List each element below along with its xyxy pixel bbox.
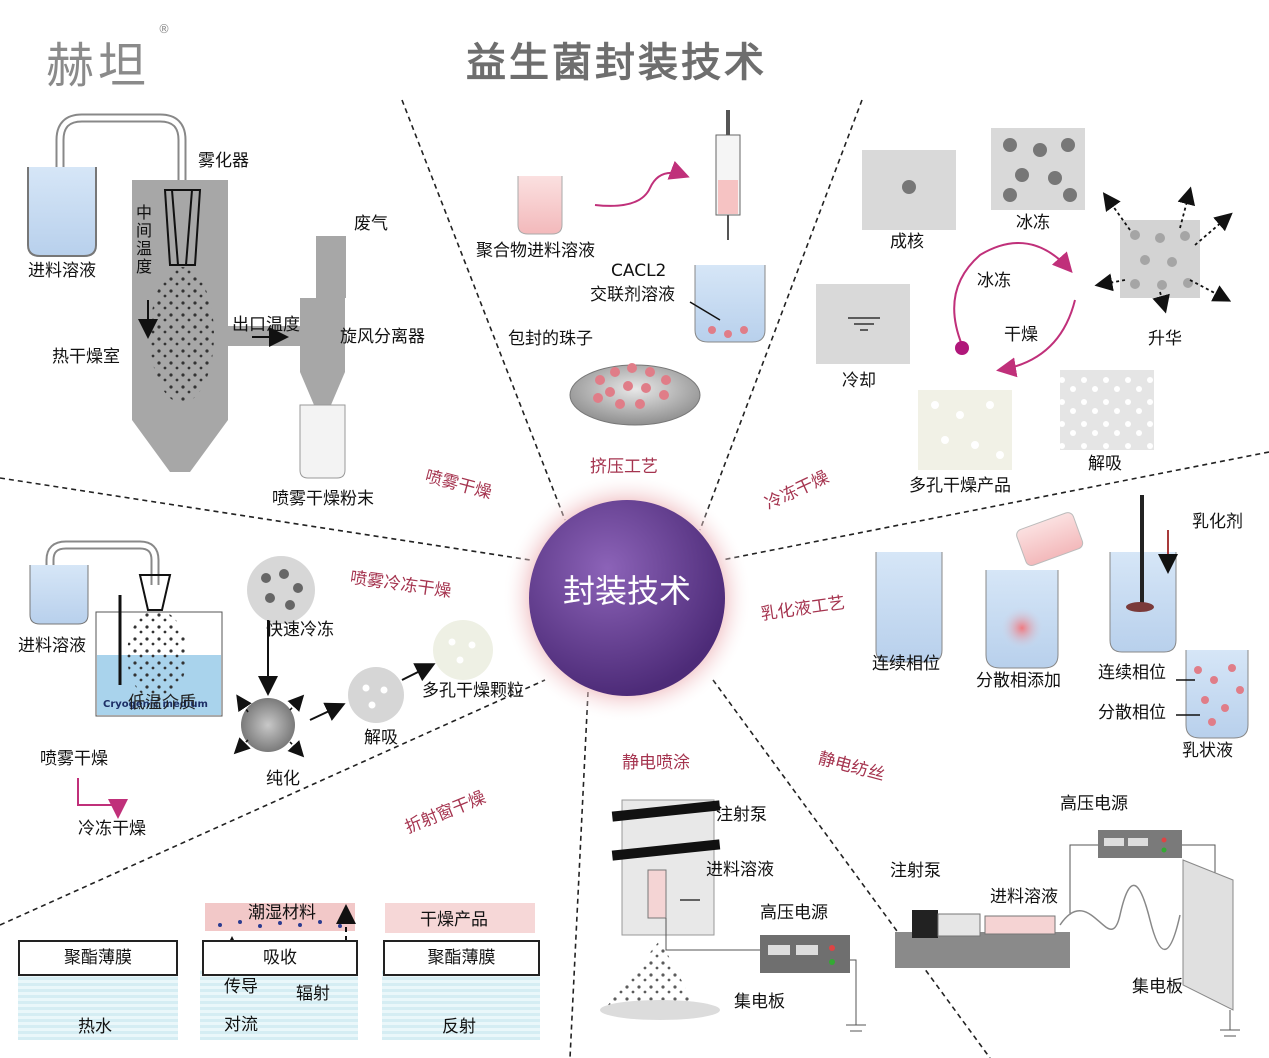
label-exhaust: 废气: [354, 214, 388, 234]
label-nucleation: 成核: [890, 232, 924, 252]
hot-water-3: [382, 970, 540, 1040]
label-feed-solution: 进料溶液: [28, 261, 96, 281]
label-sfd-feed: 进料溶液: [18, 636, 86, 656]
label-purify: 纯化: [266, 769, 300, 789]
label-es-collector: 集电板: [734, 992, 785, 1012]
label-crosslinker: 交联剂溶液: [590, 285, 675, 305]
category-extrusion: 挤压工艺: [590, 457, 658, 477]
electrospray-illustration: [600, 799, 866, 1032]
hot-water-1: [18, 970, 178, 1040]
label-sublimation: 升华: [1148, 329, 1182, 349]
label-emulsion: 乳状液: [1182, 741, 1233, 761]
label-cryogenic-medium-cn: 低温介质: [128, 693, 196, 713]
label-spray-dry: 喷雾干燥: [40, 749, 108, 769]
label-dispersed-phase: 分散相位: [1098, 703, 1166, 723]
hot-water-2: [200, 970, 358, 1040]
brand-logo: 赫坦: [46, 38, 151, 94]
label-drying-chamber: 热干燥室: [52, 347, 120, 367]
label-spin-hv: 高压电源: [1060, 794, 1128, 814]
polyester-film-1: 聚酯薄膜: [18, 940, 178, 976]
center-label: 封装技术: [562, 572, 691, 610]
center-sphere: [529, 500, 725, 696]
extrusion-illustration: [517, 110, 766, 426]
label-encapsulated-beads: 包封的珠子: [508, 329, 593, 349]
label-spin-pump: 注射泵: [890, 861, 941, 881]
emulsion-illustration: [875, 495, 1249, 739]
label-cacl2: CACL2: [611, 261, 667, 281]
label-mid-temp: 中间温度: [136, 203, 153, 276]
label-spray-powder: 喷雾干燥粉末: [272, 489, 374, 509]
label-conduction: 传导: [224, 977, 258, 997]
label-dispersed-add: 分散相添加: [976, 671, 1061, 691]
category-electrospray: 静电喷涂: [622, 753, 690, 773]
label-cycle-freeze: 冰冻: [977, 271, 1011, 291]
absorb-box: 吸收: [202, 940, 358, 976]
label-spin-feed: 进料溶液: [990, 887, 1058, 907]
label-radiation: 辐射: [296, 984, 330, 1004]
label-porous-particles: 多孔干燥颗粒: [422, 681, 524, 701]
label-polymer-feed: 聚合物进料溶液: [476, 241, 595, 261]
label-outlet-temp: 出口温度: [232, 315, 300, 335]
spray-freeze-drying-illustration: [29, 540, 493, 819]
label-cyclone: 旋风分离器: [340, 327, 425, 347]
label-reflect: 反射: [442, 1017, 476, 1037]
label-atomizer: 雾化器: [198, 151, 249, 171]
label-cryogenic-medium-en: Cryogenic medium: [103, 699, 208, 710]
label-continuous-phase: 连续相位: [872, 654, 940, 674]
freeze-drying-illustration: [816, 128, 1233, 470]
registered-mark: ®: [158, 22, 170, 36]
label-convection: 对流: [224, 1015, 258, 1035]
label-wet-material: 潮湿材料: [248, 903, 316, 923]
label-hot-water: 热水: [78, 1017, 112, 1037]
label-frozen: 冰冻: [1016, 213, 1050, 233]
label-es-hv: 高压电源: [760, 903, 828, 923]
label-dry-product: 干燥产品: [420, 910, 488, 930]
label-quick-freeze: 快速冷冻: [266, 620, 334, 640]
label-spin-collector: 集电板: [1132, 977, 1183, 997]
spray-dryer-illustration: [27, 113, 346, 479]
page-title: 益生菌封装技术: [466, 40, 767, 86]
label-desorption: 解吸: [1088, 454, 1122, 474]
label-porous-product: 多孔干燥产品: [909, 476, 1011, 496]
electrospinning-illustration: [895, 830, 1240, 1037]
sector-dividers: [0, 99, 1269, 1058]
label-cooling: 冷却: [842, 371, 876, 391]
label-es-feed: 进料溶液: [706, 860, 774, 880]
label-freeze-dry: 冷冻干燥: [78, 819, 146, 839]
polyester-film-3: 聚酯薄膜: [383, 940, 540, 976]
label-continuous-phase-2: 连续相位: [1098, 663, 1166, 683]
label-emulsifier: 乳化剂: [1192, 512, 1243, 532]
label-cycle-dry: 干燥: [1004, 325, 1038, 345]
label-sfd-desorption: 解吸: [364, 728, 398, 748]
label-es-pump: 注射泵: [716, 805, 767, 825]
